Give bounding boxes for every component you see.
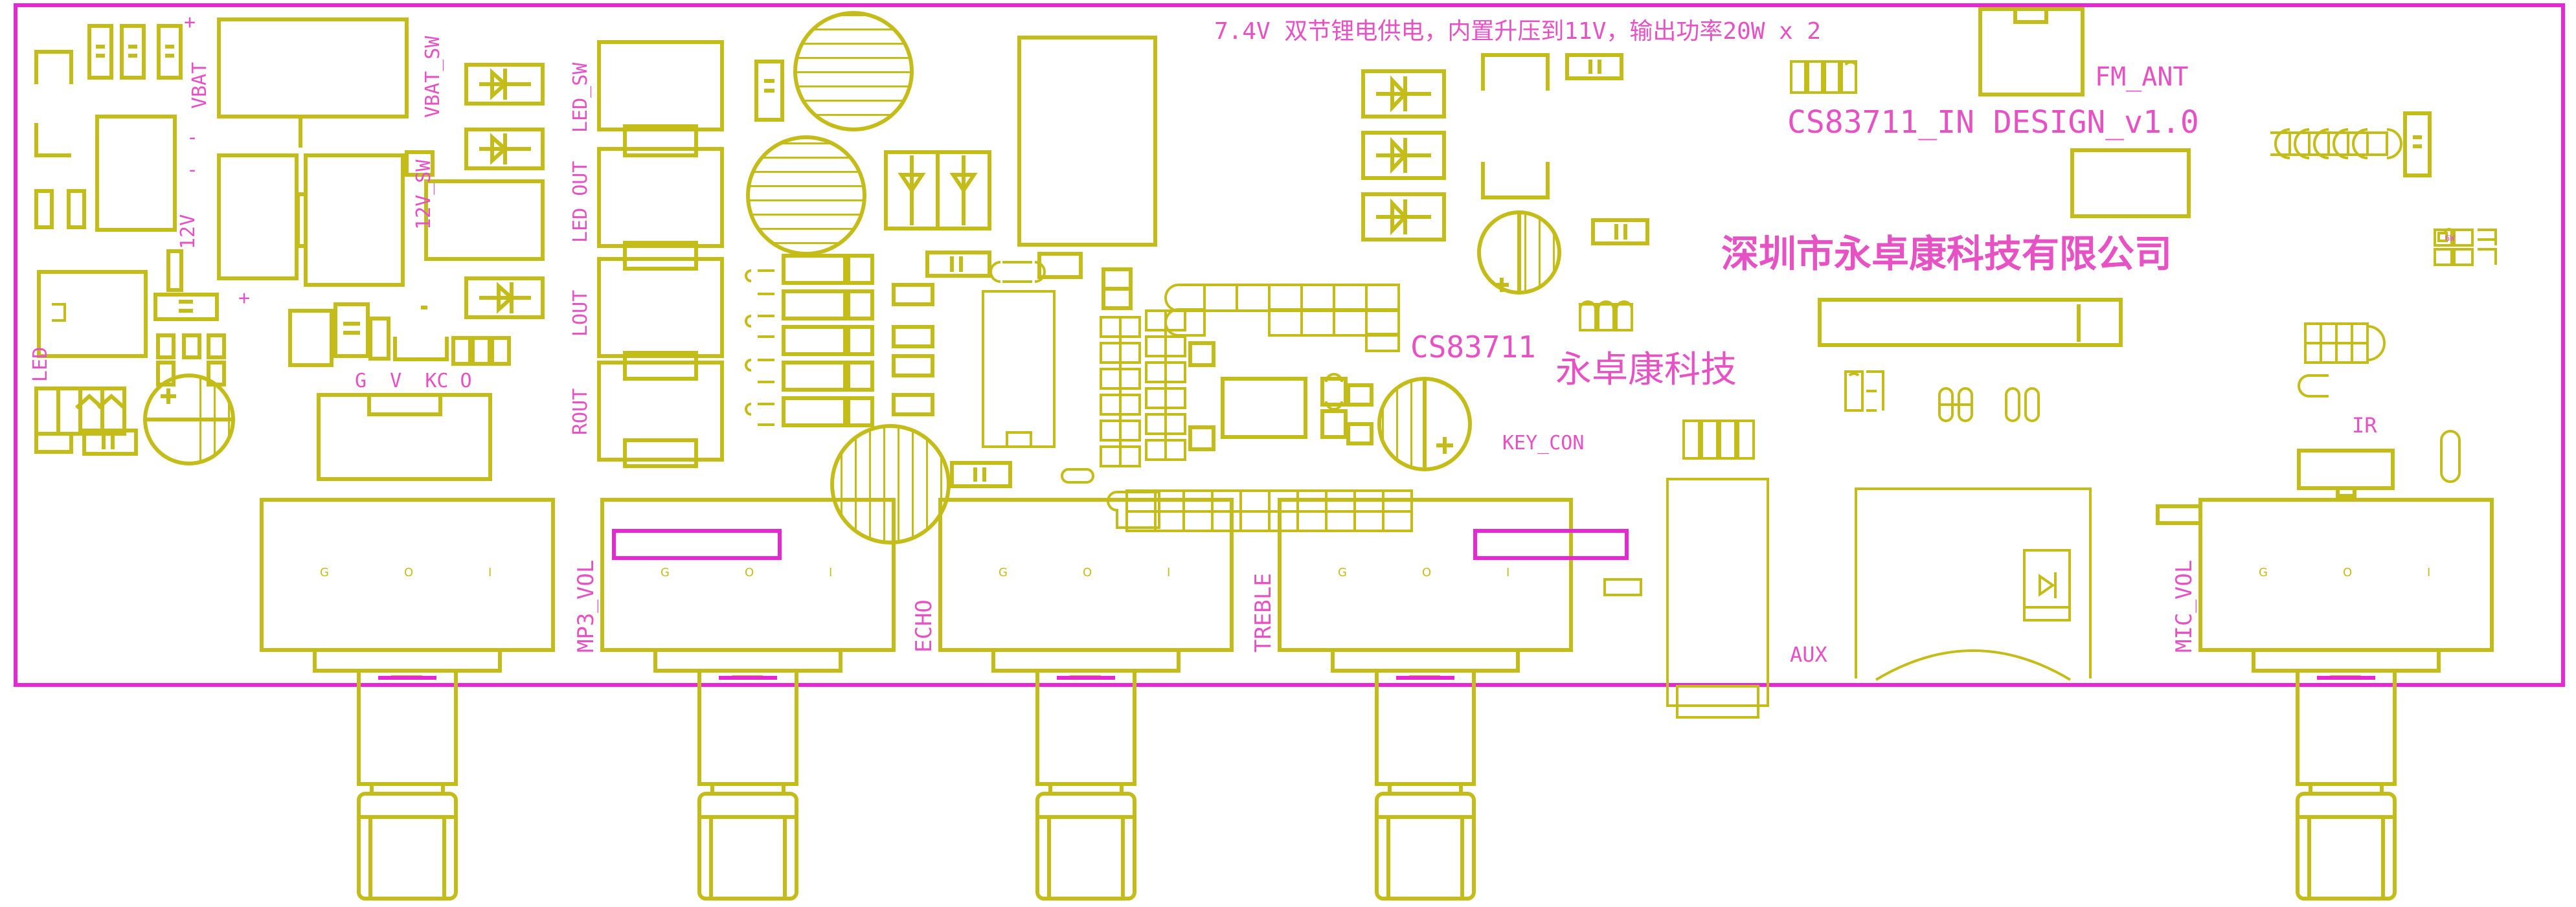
pot-pin-label: O <box>404 566 413 579</box>
aux-jack <box>1666 478 2092 719</box>
cap-plus-mark: + <box>238 287 250 309</box>
vbat-sw-label: VBAT_SW <box>422 36 444 118</box>
diodes-right <box>1361 69 1446 241</box>
pot-labels: MP3_VOL ECHO TREBLE MIC_VOL <box>573 560 2197 653</box>
tiny-label: 6W <box>2445 234 2455 243</box>
pot-pin-label: G <box>1338 566 1347 579</box>
pot-pin-label: G <box>999 566 1008 579</box>
pot-pin-label: I <box>2427 566 2430 579</box>
key-con-label: KEY_CON <box>1502 432 1584 454</box>
board-outline <box>14 3 2565 687</box>
inductor-area <box>1477 53 1649 331</box>
led-label: LED <box>29 347 52 382</box>
pad-row-center <box>1107 489 1413 532</box>
ic-chip <box>982 252 1083 448</box>
pot-pin-label: I <box>488 566 491 579</box>
capacitor-c1 <box>143 374 235 465</box>
pot-label: TREBLE <box>1250 573 1276 653</box>
fm-ant-label: FM_ANT <box>2095 62 2189 92</box>
labels: 7.4V 双节锂电供电，内置升压到11V，输出功率20W x 2 FM_ANT … <box>29 11 2455 667</box>
caps-center-left <box>746 11 1157 256</box>
smd-cluster-middle <box>1061 267 1400 484</box>
pot-pin-label: G <box>320 566 329 579</box>
pot-label: ECHO <box>911 599 937 653</box>
pot-pin-label: I <box>1506 566 1509 579</box>
pot-label: MP3_VOL <box>573 560 599 653</box>
aux-label: AUX <box>1790 642 1827 667</box>
design-id: CS83711_IN DESIGN_v1.0 <box>1787 104 2199 140</box>
vbat-minus: - <box>186 126 198 149</box>
gvkco-label: G V KC O <box>355 370 472 392</box>
company-name: 深圳市永卓康科技有限公司 <box>1721 232 2172 276</box>
fm-antenna-area <box>1790 7 2432 218</box>
rout-label: ROUT <box>569 388 592 435</box>
right-small-components <box>1603 228 2497 596</box>
diodes-left <box>464 63 545 319</box>
pot-pin-label: G <box>661 566 670 579</box>
vbat-plus: + <box>184 11 196 34</box>
pot-label: MIC_VOL <box>2171 560 2197 653</box>
pot-pin-label: I <box>1167 566 1170 579</box>
smd-resistor-array <box>745 251 991 427</box>
12v-plus: - <box>186 159 198 181</box>
vbat-label: VBAT <box>188 62 211 109</box>
pot-pin-label: I <box>829 566 832 579</box>
gvkco-connector <box>317 393 492 481</box>
12v-label: 12V <box>177 214 199 249</box>
pot-pin-label: O <box>745 566 754 579</box>
highlight-box-treble <box>1473 529 1629 560</box>
side-connectors <box>597 40 724 468</box>
lout-label: LOUT <box>569 290 592 337</box>
capacitor-c5 <box>1377 377 1472 471</box>
capacitor-c4 <box>830 424 1012 544</box>
pot-pin-label: G <box>2259 566 2268 579</box>
model-label: CS83711 <box>1410 330 1536 364</box>
pot-pin-label: O <box>1422 566 1431 579</box>
brand-name: 永卓康科技 <box>1555 349 1737 391</box>
12v-sw-label: 12V_SW <box>412 159 435 230</box>
power-note: 7.4V 双节锂电供电，内置升压到11V，输出功率20W x 2 <box>1214 18 1821 45</box>
pot-pin-label: O <box>1083 566 1092 579</box>
top-left-components <box>34 17 409 456</box>
ir-label: IR <box>2352 413 2377 438</box>
led-sw-label: LED_SW <box>569 62 592 133</box>
led-out-label: LED OUT <box>569 161 592 243</box>
pot-pin-label: O <box>2343 566 2352 579</box>
highlight-box-mp3 <box>612 529 782 560</box>
